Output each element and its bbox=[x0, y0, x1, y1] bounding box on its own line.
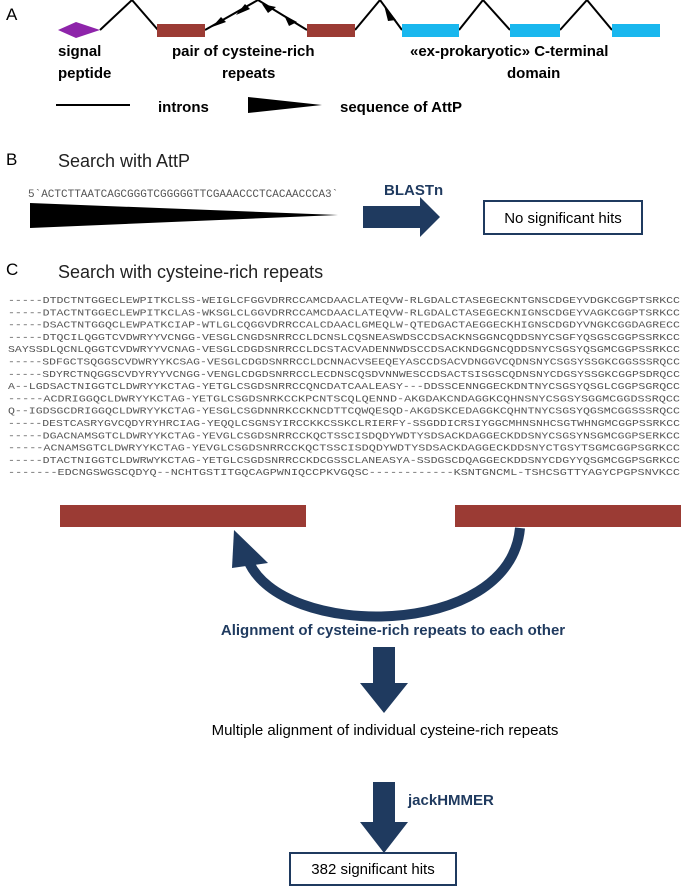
alignment-row: -------EDCNGSWGSCQDYQ--NCHTGSTITGQCAGPWN… bbox=[8, 467, 680, 478]
alignment-row: -----DESTCASRYGVCQDYRYHRCIAG-YEQQLCSGNSY… bbox=[8, 418, 680, 429]
arrow-mark-4-icon bbox=[284, 15, 297, 26]
panel-b-label: B bbox=[6, 150, 17, 169]
alignment-row: -----SDYRCTNQGGSCVDYRYYVCNGG-VENGLCDGDSN… bbox=[8, 369, 680, 380]
domain-exon-1 bbox=[402, 24, 459, 37]
repeat-comparison-curve bbox=[243, 527, 525, 622]
signal-label-line-2: peptide bbox=[58, 65, 111, 82]
repeat-exon-1 bbox=[157, 24, 205, 37]
jackhmmer-label: jackHMMER bbox=[407, 792, 494, 809]
arrow-mark-2-icon bbox=[236, 4, 250, 15]
curve-label: Alignment of cysteine-rich repeats to ea… bbox=[221, 622, 565, 639]
down-arrow-2-icon bbox=[360, 782, 408, 853]
legend-introns-label: introns bbox=[158, 99, 209, 116]
legend-attp-label: sequence of AttP bbox=[340, 99, 462, 116]
blastn-result: No significant hits bbox=[504, 210, 622, 227]
arrow-mark-3-icon bbox=[262, 4, 276, 13]
panel-b-title: Search with AttP bbox=[58, 151, 190, 171]
domain-exon-2 bbox=[510, 24, 560, 37]
alignment-row: -----DTACTNTGGECLEWPITKCLAS-WKSGLCLGGVDR… bbox=[8, 307, 680, 318]
domain-label-line-1: «ex-prokaryotic» C-terminal bbox=[410, 43, 608, 60]
alignment-row: SAYSSDLQCNLQGGTCVDWRYYVCNAG-VESGLCDGDSNR… bbox=[8, 344, 680, 355]
curve-arrowhead-icon bbox=[232, 530, 268, 568]
blastn-label: BLASTn bbox=[384, 182, 443, 199]
alignment-row: -----ACNAMSGTCLDWRYYKCTAG-YEVGLCSGDSNRRC… bbox=[8, 443, 680, 454]
repeats-label-line-2: repeats bbox=[222, 65, 275, 82]
repeat-alignment: -----DTDCTNTGGECLEWPITKCLSS-WEIGLCFGGVDR… bbox=[8, 295, 680, 478]
arrow-mark-1-icon bbox=[212, 17, 226, 27]
alignment-row: -----DTACTNIGGTCLDWRWYKCTAG-YETGLCSGDSNR… bbox=[8, 455, 680, 466]
blastn-arrow-icon bbox=[363, 197, 440, 237]
domain-exon-3 bbox=[612, 24, 660, 37]
panel-c-label: C bbox=[6, 260, 18, 279]
domain-label-line-2: domain bbox=[507, 65, 560, 82]
blastn-result-box bbox=[483, 200, 643, 235]
down-arrow-1-icon bbox=[360, 647, 408, 713]
alignment-row: -----DSACTNTGGQCLEWPATKCIAP-WTLGLCQGGVDR… bbox=[8, 320, 680, 331]
step2-wrapper: Multiple alignment of individual cystein… bbox=[211, 722, 559, 739]
attp-sequence-wedge bbox=[30, 203, 338, 228]
arrow-mark-5-icon bbox=[384, 5, 396, 21]
signal-label-line-1: signal bbox=[58, 43, 101, 60]
signal-peptide-shape bbox=[58, 22, 100, 38]
panel-c-title: Search with cysteine-rich repeats bbox=[58, 262, 323, 282]
alignment-row: -----DTDCTNTGGECLEWPITKCLSS-WEIGLCFGGVDR… bbox=[8, 295, 680, 306]
attp-sequence: 5`ACTCTTAATCAGCGGGTCGGGGGTTCGAAACCCTCACA… bbox=[28, 188, 338, 201]
repeat-exon-2 bbox=[307, 24, 355, 37]
alignment-row: -----DTQCILQGGTCVDWRYYVCNGG-VESGLCNGDSNR… bbox=[8, 332, 680, 343]
jackhmmer-result: 382 significant hits bbox=[311, 861, 434, 878]
panel-a-label: A bbox=[6, 5, 18, 24]
alignment-row: Q--IGDSGCDRIGGQCLDWRYYKCTAG-YESGLCSGDNNR… bbox=[8, 406, 680, 417]
repeat-bar-left bbox=[60, 505, 306, 527]
alignment-row: -----ACDRIGGQCLDWRYYKCTAG-YETGLCSGDSNRKC… bbox=[8, 393, 680, 404]
alignment-row: A--LGDSACTNIGGTCLDWRYYKCTAG-YETGLCSGDSNR… bbox=[8, 381, 680, 392]
legend-attp-wedge bbox=[248, 97, 322, 113]
repeats-label-line-1: pair of cysteine-rich bbox=[172, 43, 315, 60]
repeat-bar-right bbox=[455, 505, 681, 527]
step2-text: Multiple alignment of individual cystein… bbox=[211, 722, 559, 739]
alignment-row: -----SDFGCTSQGGSCVDWRYYKCSAG-VESGLCDGDSN… bbox=[8, 357, 680, 368]
attp-arrow-marks bbox=[212, 4, 396, 27]
jackhmmer-result-box bbox=[289, 852, 457, 886]
alignment-row: -----DGACNAMSGTCLDWRYYKCTAG-YEVGLCSGDSNR… bbox=[8, 430, 680, 441]
